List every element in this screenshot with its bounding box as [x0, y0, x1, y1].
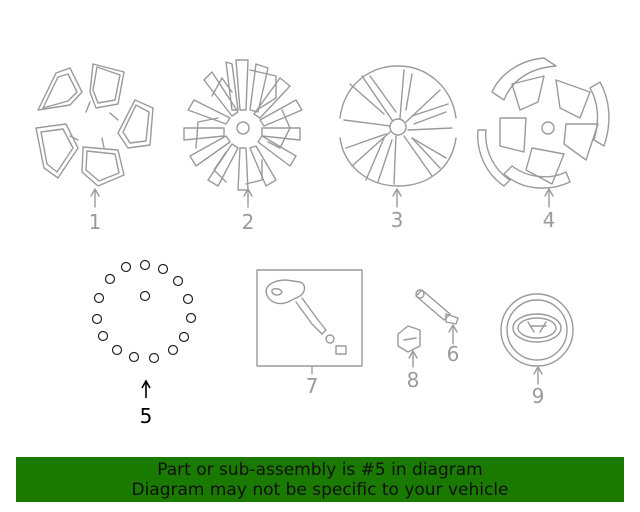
callout-8[interactable]: 8 — [407, 368, 420, 392]
callout-1[interactable]: 1 — [89, 210, 102, 234]
cap-nut-drawing[interactable] — [397, 325, 421, 353]
callout-3[interactable]: 3 — [391, 208, 404, 232]
wheel-1-drawing[interactable] — [35, 63, 154, 187]
wheel-3-drawing[interactable] — [339, 65, 457, 187]
callout-5[interactable]: 5 — [140, 404, 153, 428]
center-cap-drawing[interactable] — [500, 293, 574, 367]
callout-6[interactable]: 6 — [447, 342, 460, 366]
callout-7[interactable]: 7 — [306, 374, 319, 398]
wheel-2-drawing[interactable] — [183, 59, 303, 191]
callout-9[interactable]: 9 — [532, 384, 545, 408]
banner-line-2: Diagram may not be specific to your vehi… — [131, 479, 509, 500]
callout-2[interactable]: 2 — [242, 210, 255, 234]
valve-stem-drawing[interactable] — [415, 289, 459, 325]
callout-4[interactable]: 4 — [543, 208, 556, 232]
tpms-sensor-drawing[interactable] — [256, 269, 363, 367]
lug-nut-set-drawing[interactable] — [91, 259, 197, 364]
info-banner: Part or sub-assembly is #5 in diagram Di… — [16, 457, 624, 502]
banner-line-1: Part or sub-assembly is #5 in diagram — [157, 459, 483, 480]
wheel-4-drawing[interactable] — [477, 57, 610, 189]
